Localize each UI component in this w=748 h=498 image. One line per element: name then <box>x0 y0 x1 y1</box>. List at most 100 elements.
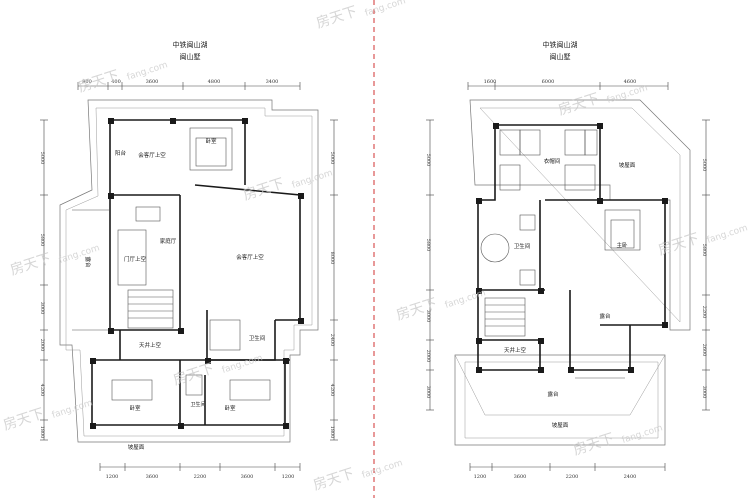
watermark-3-sub: fang.com <box>291 168 334 191</box>
right-left-dim-4: 2000 <box>425 350 431 363</box>
left-top-dimension <box>77 82 301 90</box>
right-roof-hip-1 <box>454 354 486 416</box>
right-room-roof-top: 坡屋面 <box>619 161 636 169</box>
left-top-dim-5: 3400 <box>266 79 279 85</box>
left-bottom-dimension <box>99 463 301 471</box>
right-left-dim-1: 5000 <box>425 154 431 167</box>
watermark-10-sub: fang.com <box>361 458 404 481</box>
watermark-7-sub: fang.com <box>444 288 487 311</box>
watermark-7: 房天下 <box>394 296 439 324</box>
right-bottom-dim-2: 3600 <box>514 474 527 480</box>
right-bottom-dim-1: 1200 <box>474 474 487 480</box>
left-room-living-void: 会客厅上空 <box>236 253 264 261</box>
left-top-dim-2: 400 <box>111 79 121 85</box>
left-interior-lines <box>72 127 271 401</box>
right-room-terrace: 露台 <box>599 312 611 320</box>
left-left-dim-1: 5000 <box>39 152 45 165</box>
watermark-4-sub: fang.com <box>58 243 101 266</box>
left-wall-piers <box>90 118 304 429</box>
left-bottom-dim-5: 1200 <box>282 474 295 480</box>
left-left-dim-3: 3000 <box>39 302 45 315</box>
right-bottom-dim-3: 2200 <box>566 474 579 480</box>
left-room-balcony-top: 阳台 <box>115 149 127 157</box>
left-right-dim-4: 4200 <box>329 384 335 397</box>
right-top-dim-3: 4600 <box>624 79 637 85</box>
left-walls <box>91 119 301 426</box>
left-room-bathroom-small: 卫生间 <box>190 401 205 408</box>
right-roof-inner-bottom <box>464 361 659 439</box>
right-room-roof-bottom: 坡屋面 <box>552 421 569 429</box>
right-roof-outline-bottom <box>454 354 666 446</box>
right-room-walkin: 衣帽间 <box>544 157 561 165</box>
left-top-dim-1: 800 <box>82 79 92 85</box>
left-right-dim-2: 8000 <box>329 252 335 265</box>
right-left-dim-2: 5800 <box>425 239 431 252</box>
left-left-dim-5: 4200 <box>39 384 45 397</box>
right-room-terrace-bottom: 露台 <box>547 390 559 398</box>
right-right-dim-5: 3000 <box>701 386 707 399</box>
right-roof-outline-top <box>469 99 691 331</box>
right-bottom-dimension <box>469 463 666 471</box>
right-roof-inner-top <box>479 107 681 323</box>
watermark-6-sub: fang.com <box>706 223 748 246</box>
left-right-dimension <box>330 119 338 441</box>
left-room-family-hall: 家庭厅 <box>160 237 177 245</box>
watermark-8: 房天下 <box>171 361 216 389</box>
left-room-bathroom: 卫生间 <box>249 334 266 342</box>
right-plan-subtitle: 闽山墅 <box>550 52 571 61</box>
right-room-master: 主卧 <box>616 241 628 249</box>
watermark-5: 房天下 <box>556 91 601 119</box>
left-room-living-void-top: 会客厅上空 <box>138 151 166 159</box>
right-top-dim-2: 6000 <box>542 79 555 85</box>
right-top-dimension <box>467 82 669 90</box>
right-plan-title: 中铁闽山湖 <box>543 40 578 49</box>
left-roof-outline <box>59 99 319 443</box>
left-room-roof: 坡屋面 <box>128 443 145 451</box>
right-wall-piers <box>476 123 668 373</box>
left-bottom-dim-4: 3600 <box>241 474 254 480</box>
left-room-bedroom-left: 卧室 <box>129 404 141 412</box>
right-right-dimension <box>702 119 710 411</box>
left-plan-title: 中铁闽山湖 <box>173 40 208 49</box>
watermark-4: 房天下 <box>8 251 53 279</box>
left-left-dimension <box>40 119 48 441</box>
right-left-dim-3: 3000 <box>425 310 431 323</box>
watermark-10: 房天下 <box>311 466 356 494</box>
left-left-dim-6: 1800 <box>39 426 45 439</box>
right-left-dimension <box>426 119 434 411</box>
watermark-1: 房天下 <box>314 4 359 32</box>
right-interior-lines <box>480 129 641 379</box>
watermark-6: 房天下 <box>656 231 701 259</box>
left-left-dim-4: 2000 <box>39 339 45 352</box>
watermark-11-sub: fang.com <box>621 423 664 446</box>
left-floor-plan: 中铁闽山湖 闽山墅 800 400 3600 4800 3400 1200 36… <box>39 40 338 480</box>
watermark-11: 房天下 <box>571 431 616 459</box>
left-bottom-dim-1: 1200 <box>106 474 119 480</box>
left-room-bedroom-right: 卧室 <box>224 404 236 412</box>
left-room-side-terrace: 露台 <box>84 256 92 268</box>
right-roof-hip-2 <box>629 354 666 416</box>
left-room-entrance-void: 门厅上空 <box>124 255 147 263</box>
left-room-bedroom-top: 卧室 <box>205 137 217 145</box>
watermark-8-sub: fang.com <box>221 353 264 376</box>
right-room-skylight: 天井上空 <box>504 346 527 354</box>
left-top-dim-3: 3600 <box>146 79 159 85</box>
watermark-1-sub: fang.com <box>364 0 407 19</box>
right-right-dim-4: 2600 <box>701 344 707 357</box>
left-left-dim-2: 5800 <box>39 234 45 247</box>
left-plan-subtitle: 闽山墅 <box>180 52 201 61</box>
right-floor-plan: 中铁闽山湖 闽山墅 1600 6000 4600 1200 3600 2200 … <box>425 40 710 480</box>
right-right-dim-2: 5800 <box>701 244 707 257</box>
left-room-skylight: 天井上空 <box>139 341 162 349</box>
left-bottom-dim-3: 2200 <box>194 474 207 480</box>
left-roof-inner <box>65 107 313 437</box>
left-right-dim-5: 1800 <box>329 426 335 439</box>
watermark-2: 房天下 <box>76 68 121 96</box>
right-right-dim-3: 2200 <box>701 306 707 319</box>
left-right-dim-3: 2400 <box>329 334 335 347</box>
right-room-bathroom: 卫生间 <box>514 242 531 250</box>
left-right-dim-1: 5000 <box>329 152 335 165</box>
left-bottom-dim-2: 3600 <box>146 474 159 480</box>
